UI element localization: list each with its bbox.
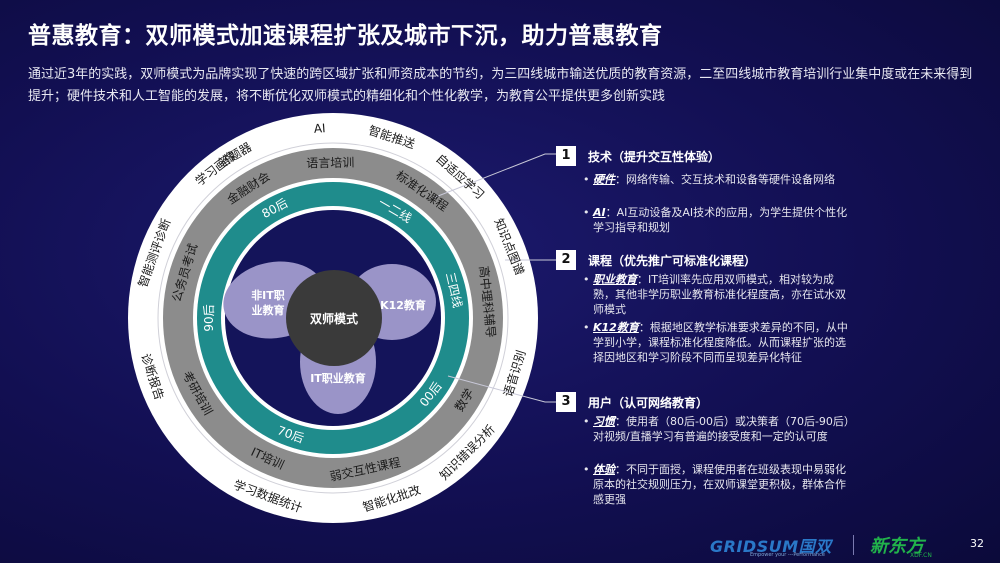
point-number: 1 [556, 146, 576, 166]
connector-1 [432, 153, 556, 199]
bullet-text: ：IT培训率先应用双师模式，相对较为成熟，其他非学历职业教育标准化程度高，亦在试… [593, 273, 846, 316]
bullet-text: ：根据地区教学标准要求差异的不同，从中学到小学，课程标准化程度降低。从而课程扩张… [593, 321, 848, 364]
bullet-key: 体验 [593, 463, 615, 476]
page-subtitle: 通过近3年的实践，双师模式为品牌实现了快速的跨区域扩张和师资成本的节约，为三四线… [28, 67, 973, 104]
bullet-key: K12教育 [593, 321, 639, 334]
core-label: 双师模式 [310, 311, 358, 326]
point-heading: 用户（认可网络教育） [588, 396, 709, 410]
bullet: •体验：不同于面授，课程使用者在班级表现中易弱化原本的社交规则压力，在双师课堂更… [583, 463, 846, 506]
bullet: •AI：AI互动设备及AI技术的应用，为学生提供个性化学习指导和规划 [583, 206, 848, 234]
point-number: 3 [556, 392, 576, 412]
bullet: •职业教育：IT培训率先应用双师模式，相对较为成熟，其他非学历职业教育标准化程度… [583, 273, 846, 316]
bullet-text: ：网络传输、交互技术和设备等硬件设备网络 [615, 173, 835, 186]
petal-label-k12: K12教育 [380, 298, 426, 312]
bullet-key: AI [593, 206, 606, 219]
gridsum-logo: GRIDSUM国双 [710, 537, 832, 556]
teal-ring-label: 90后 [202, 304, 216, 331]
page-title: 普惠教育：双师模式加速课程扩张及城市下沉，助力普惠教育 [28, 23, 663, 49]
page-number: 32 [970, 537, 984, 550]
core-disk [286, 270, 382, 366]
bullet-text: ：使用者（80后-00后）或决策者（70后-90后）对视频/直播学习有普遍的接受… [593, 415, 850, 443]
footer: GRIDSUM国双 Empower your ---Performance 新东… [710, 533, 990, 559]
outer-ring-border [157, 142, 509, 494]
bullet: •习惯：使用者（80后-00后）或决策者（70后-90后）对视频/直播学习有普遍… [583, 415, 850, 443]
point-heading: 技术（提升交互性体验） [588, 150, 721, 164]
xdf-url: XDF.CN [910, 552, 932, 559]
outer-ring-label: AI [313, 121, 326, 136]
gray-ring-label: 语言培训 [306, 155, 354, 171]
xdf-logo: 新东方 [870, 536, 924, 557]
bullet-text: ：AI互动设备及AI技术的应用，为学生提供个性化学习指导和规划 [593, 206, 848, 234]
bullet-text: ：不同于面授，课程使用者在班级表现中易弱化原本的社交规则压力，在双师课堂更积极，… [593, 463, 846, 506]
petal-label-it: IT职业教育 [310, 371, 366, 385]
bullet: •K12教育：根据地区教学标准要求差异的不同，从中学到小学，课程标准化程度降低。… [583, 321, 848, 364]
bullet-key: 习惯 [593, 415, 615, 428]
bullet-key: 硬件 [593, 173, 615, 186]
point-number: 2 [556, 250, 576, 270]
bullet-key: 职业教育 [593, 273, 637, 286]
point-heading: 课程（优先推广可标准化课程） [588, 254, 757, 268]
petal-label-non-it: 非IT职业教育 [251, 288, 285, 317]
connector-3 [447, 375, 556, 403]
gridsum-tagline: Empower your ---Performance [750, 552, 826, 558]
bullet: •硬件：网络传输、交互技术和设备等硬件设备网络 [583, 173, 835, 186]
logo-divider [853, 535, 854, 555]
